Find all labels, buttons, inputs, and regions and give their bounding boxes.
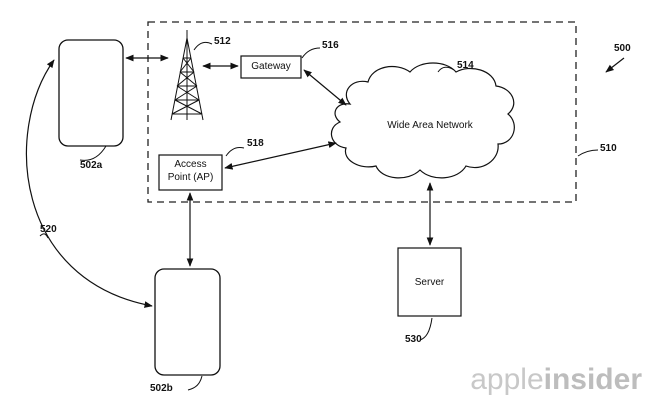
ref-516: 516 bbox=[322, 40, 339, 51]
leader-518 bbox=[225, 147, 245, 157]
leader-514 bbox=[437, 66, 455, 73]
wan-cloud bbox=[330, 62, 515, 179]
network-region-510 bbox=[147, 21, 577, 203]
server-box bbox=[397, 247, 462, 317]
link-ap-wan bbox=[224, 141, 337, 170]
ref-502b: 502b bbox=[150, 383, 173, 394]
access-point-box bbox=[158, 154, 223, 191]
wan-label: Wide Area Network bbox=[387, 120, 473, 131]
gateway-box bbox=[240, 55, 302, 79]
link-gateway-wan bbox=[303, 69, 347, 106]
link-520-curve bbox=[25, 59, 153, 308]
appleinsider-watermark: appleinsider bbox=[470, 363, 642, 397]
device-502b bbox=[154, 268, 221, 376]
leader-lines bbox=[39, 41, 599, 391]
ref-500: 500 bbox=[614, 43, 631, 54]
ref-518: 518 bbox=[247, 138, 264, 149]
arrow-500 bbox=[605, 57, 625, 73]
ref-520: 520 bbox=[40, 224, 57, 235]
access-point-label-line2: Point (AP) bbox=[167, 172, 214, 183]
leader-510 bbox=[577, 149, 599, 157]
access-point-label-line1: Access bbox=[174, 159, 207, 170]
leader-530 bbox=[419, 317, 433, 341]
ref-512: 512 bbox=[214, 36, 231, 47]
watermark-apple: apple bbox=[470, 363, 544, 396]
gateway-label: Gateway bbox=[251, 61, 291, 72]
leader-516 bbox=[301, 47, 321, 59]
ref-530: 530 bbox=[405, 334, 422, 345]
ref-502a: 502a bbox=[80, 160, 103, 171]
server-label: Server bbox=[414, 277, 445, 288]
cell-tower-icon bbox=[170, 30, 204, 121]
leader-502b bbox=[187, 375, 203, 391]
watermark-insider: insider bbox=[543, 363, 642, 396]
leader-520 bbox=[39, 233, 49, 239]
ref-514: 514 bbox=[457, 60, 474, 71]
device-502a bbox=[58, 39, 124, 147]
leader-502a bbox=[79, 145, 107, 161]
ref-510: 510 bbox=[600, 143, 617, 154]
leader-512 bbox=[193, 41, 213, 51]
